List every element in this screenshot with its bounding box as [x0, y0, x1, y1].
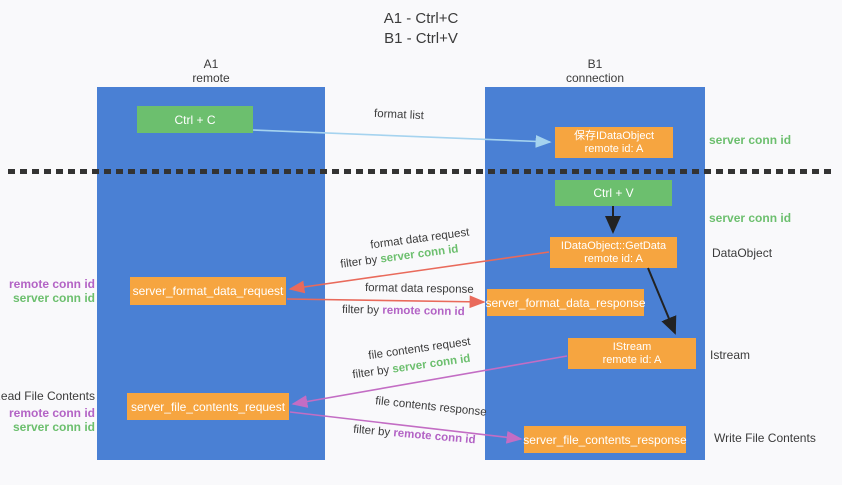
annotation-dataobject: DataObject [712, 246, 773, 260]
filter-prefix: filter by [339, 253, 382, 271]
label-format-data-response: format data response [364, 282, 474, 296]
node-getdata-line1: IDataObject::GetData [560, 239, 667, 252]
node-istream-line2: remote id: A [602, 353, 662, 366]
node-ctrl-c-label: Ctrl + C [174, 112, 216, 127]
annotation-server-conn-id-right-1: server conn id [709, 133, 792, 147]
node-getdata-line2: remote id: A [584, 252, 643, 265]
label-file-contents-response: file contents response [374, 395, 488, 419]
annotation-remote-conn-id-1: remote conn id [8, 277, 95, 291]
node-save-idataobject: 保存IDataObject remote id: A [555, 127, 673, 158]
annotation-server-conn-id-right-2: server conn id [709, 211, 792, 225]
node-save-idataobject-line2: remote id: A [584, 142, 644, 155]
annotation-server-conn-id-left-2: server conn id [12, 420, 95, 434]
title-line-1: A1 - Ctrl+C [383, 10, 459, 27]
lifeline-b1-title: B1 [587, 57, 603, 71]
node-save-idataobject-line1: 保存IDataObject [573, 129, 655, 142]
annotation-write-file-contents: Write File Contents [714, 431, 816, 445]
lifeline-header-b1: B1 connection [485, 57, 705, 85]
node-server-file-contents-response: server_file_contents_response [523, 426, 687, 453]
filter-key-remote-conn-id: remote conn id [382, 304, 465, 319]
node-server-format-data-response: server_format_data_response [485, 289, 646, 316]
lifeline-header-a1: A1 remote [97, 57, 325, 85]
node-file-response-label: server_file_contents_response [523, 432, 687, 447]
annotation-istream: Istream [710, 348, 751, 362]
label-filter-format-response: filter by remote conn id [342, 304, 465, 318]
dotted-separator-line [8, 169, 836, 174]
annotation-read-file-contents: Read File Contents [0, 389, 95, 403]
filter-key-remote-conn-id: remote conn id [392, 427, 476, 447]
lifeline-b1-subtitle: connection [565, 71, 625, 85]
node-ctrl-v-label: Ctrl + V [593, 186, 634, 200]
node-istream-line1: IStream [612, 340, 652, 353]
node-file-request-label: server_file_contents_request [130, 399, 286, 414]
node-ctrl-c: Ctrl + C [137, 106, 253, 133]
lifeline-a1-title: A1 [203, 57, 219, 71]
node-server-file-contents-request: server_file_contents_request [127, 393, 289, 420]
filter-prefix: filter by [351, 363, 394, 382]
node-server-format-data-request: server_format_data_request [130, 277, 286, 305]
label-format-list: format list [373, 107, 425, 123]
node-istream: IStream remote id: A [568, 338, 696, 369]
annotation-remote-conn-id-2: remote conn id [8, 406, 95, 420]
node-format-response-label: server_format_data_response [485, 295, 646, 310]
diagram-title: A1 - Ctrl+C B1 - Ctrl+V [0, 9, 842, 49]
title-line-2: B1 - Ctrl+V [384, 30, 458, 47]
node-ctrl-v: Ctrl + V [555, 180, 672, 206]
annotation-server-conn-id-left-1: server conn id [12, 291, 95, 305]
node-idataobject-getdata: IDataObject::GetData remote id: A [550, 237, 677, 268]
filter-prefix: filter by [341, 303, 383, 317]
filter-prefix: filter by [352, 423, 394, 440]
label-filter-file-response: filter by remote conn id [353, 424, 476, 447]
lifeline-a1-subtitle: remote [192, 71, 230, 85]
node-format-request-label: server_format_data_request [132, 284, 284, 298]
